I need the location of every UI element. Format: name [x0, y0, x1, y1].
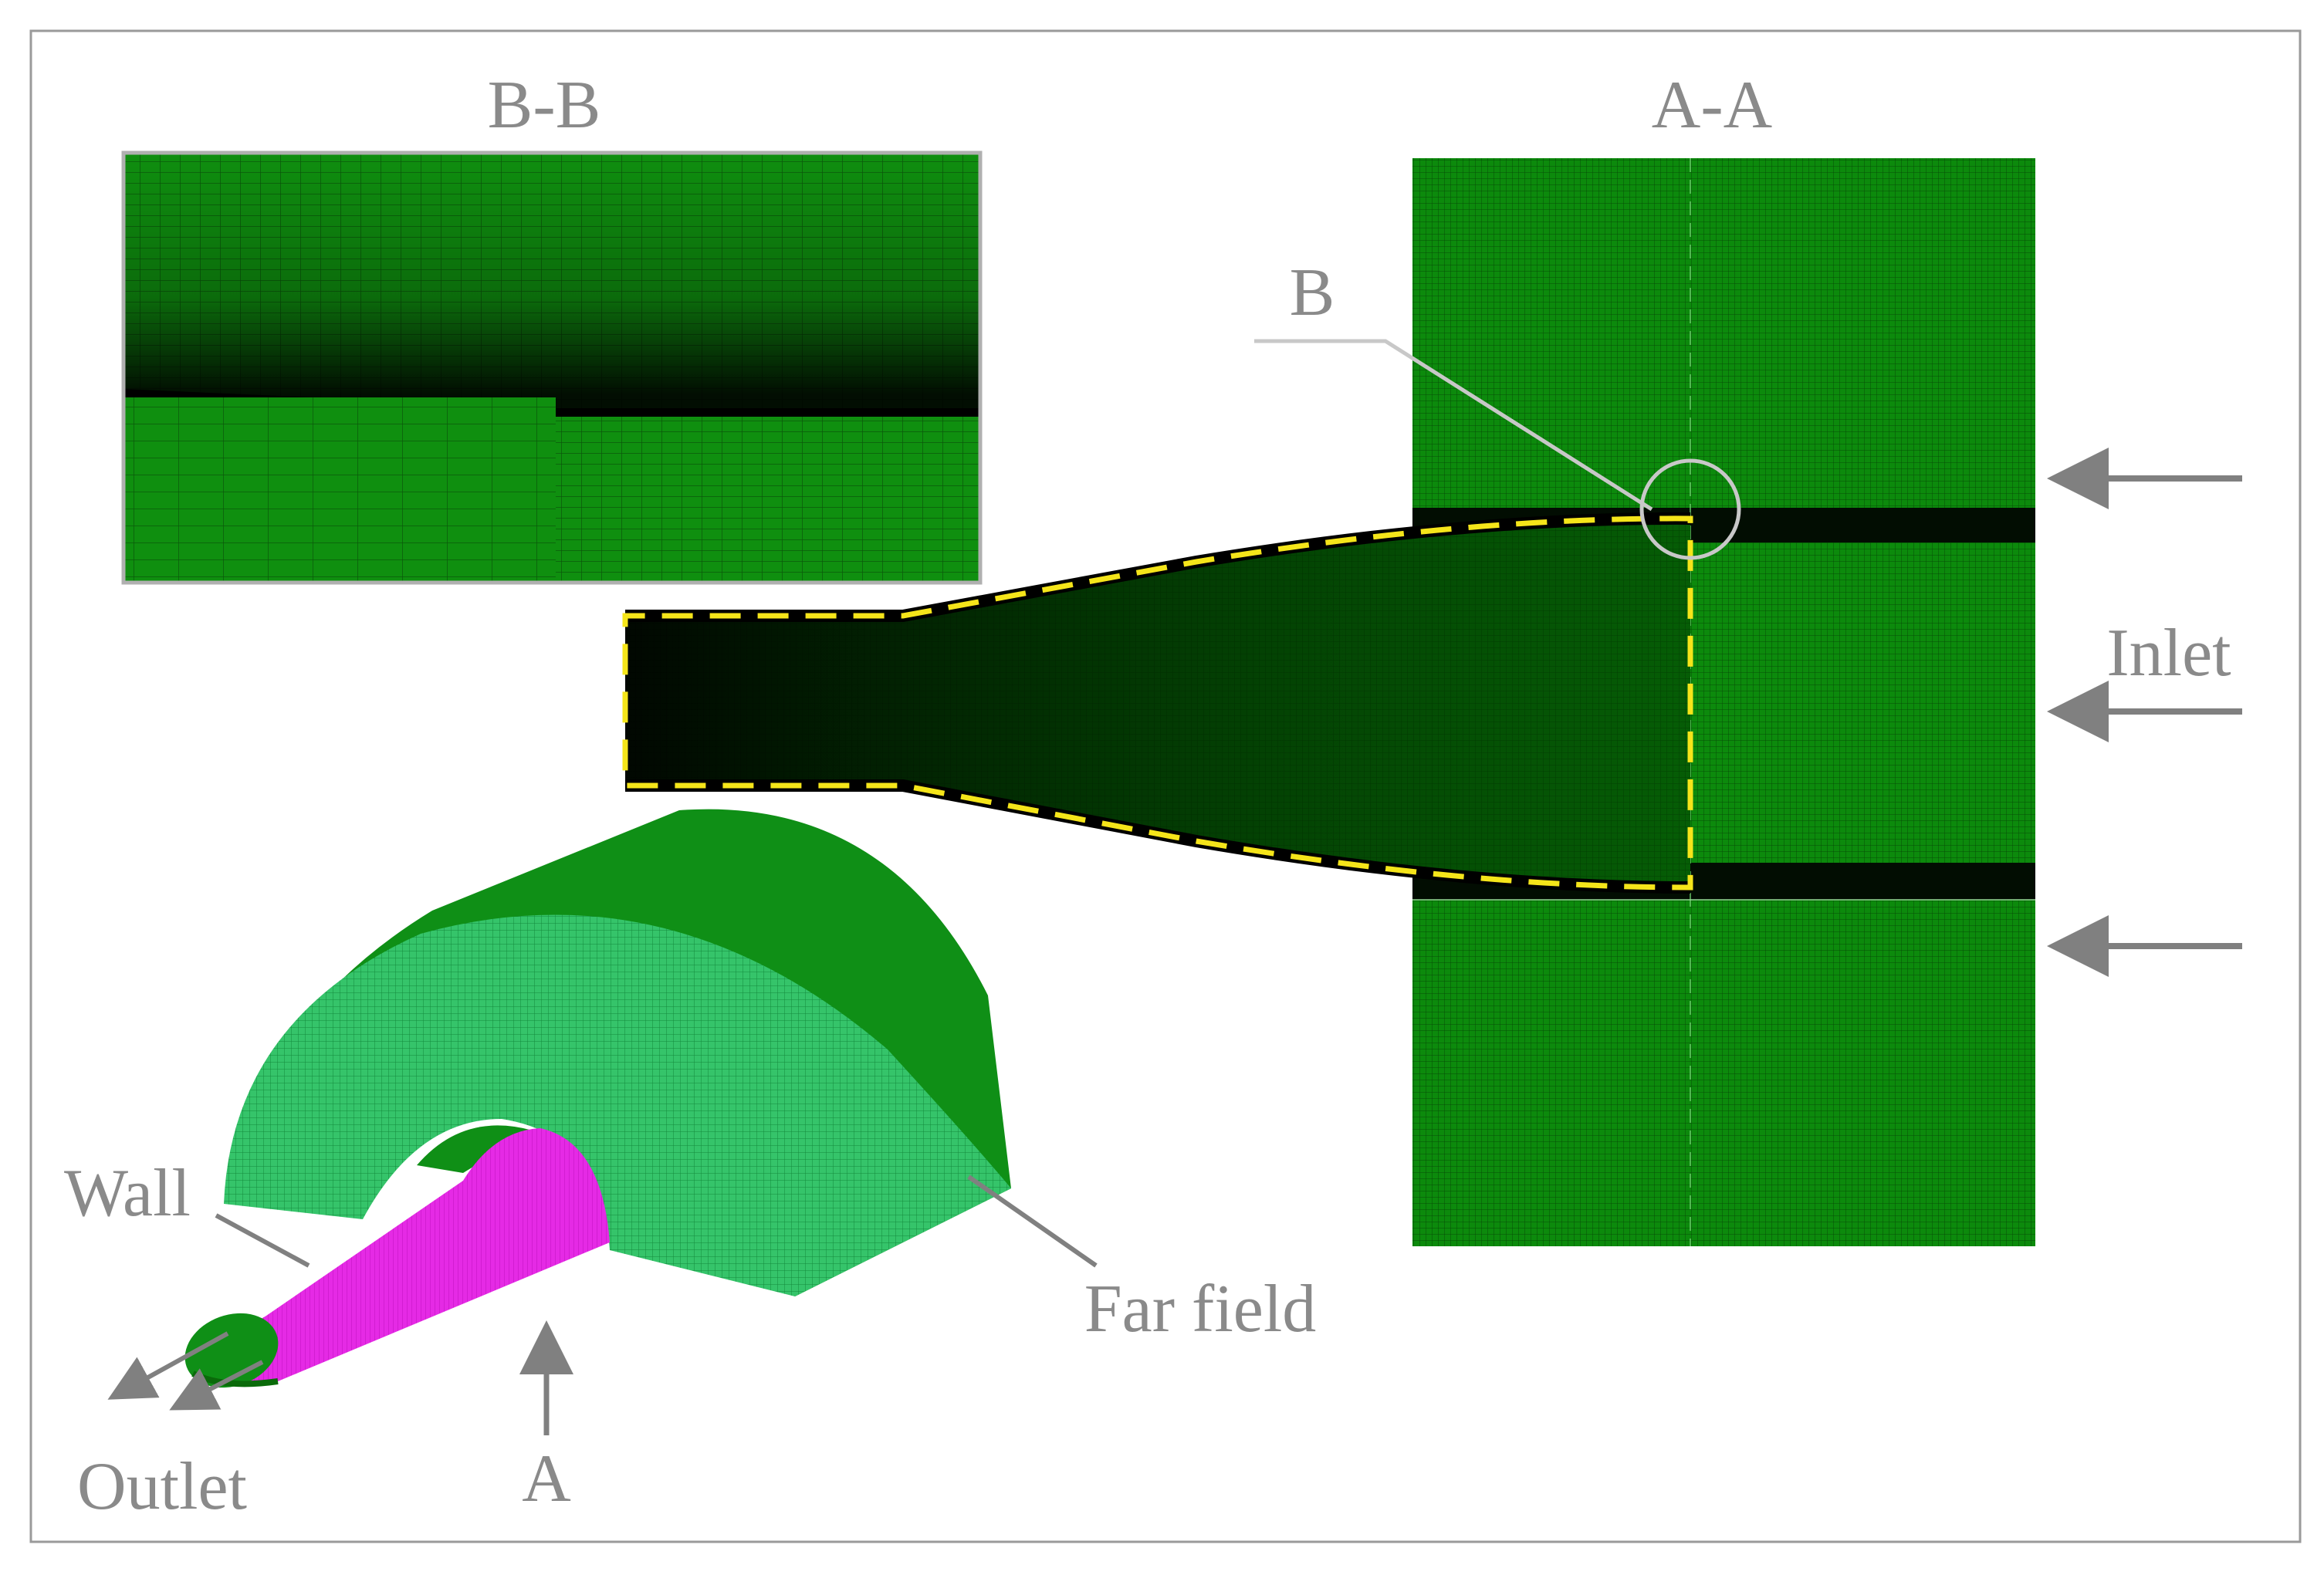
detail-b-circle: [1639, 458, 1741, 560]
section-bb-label: B-B: [488, 68, 601, 143]
nozzle-wall-surface: [208, 1128, 610, 1381]
far-field-front-face: [224, 914, 1011, 1296]
detail-b-callout: B: [1254, 255, 1741, 560]
bb-lower-left-mesh: [123, 397, 556, 583]
detail-b-label: B: [1290, 255, 1335, 330]
dashed-boundary: [622, 515, 1693, 891]
section-aa-label: A-A: [1652, 68, 1772, 143]
inner-wall-top: [417, 1125, 533, 1173]
wall-label: Wall: [64, 1156, 191, 1231]
outlet-arrow-1: [107, 1331, 229, 1400]
bb-upper-shade: [123, 153, 980, 415]
wall-leader: [215, 1213, 310, 1268]
inlet-arrows: Inlet: [2047, 448, 2242, 977]
detail-b-leader: [1254, 339, 1653, 512]
far-field-leader: [967, 1174, 1098, 1268]
section-a-label: A: [522, 1441, 571, 1516]
domain-3d-view: [184, 809, 1011, 1388]
bb-lower-right-mesh: [556, 417, 980, 583]
bb-frame: [121, 150, 983, 585]
nozzle-section: [622, 512, 1693, 894]
outlet-arrow-2: [169, 1360, 264, 1411]
inlet-label: Inlet: [2106, 616, 2231, 691]
far-field-label: Far field: [1084, 1272, 1317, 1347]
outlet-label: Outlet: [77, 1449, 247, 1524]
section-bb-detail: B-B: [121, 68, 983, 585]
domain-annotations: Wall Far field Outlet A: [64, 1156, 1316, 1524]
section-aa-view: A-A: [1412, 68, 2035, 1246]
nozzle-shade: [625, 518, 1690, 887]
